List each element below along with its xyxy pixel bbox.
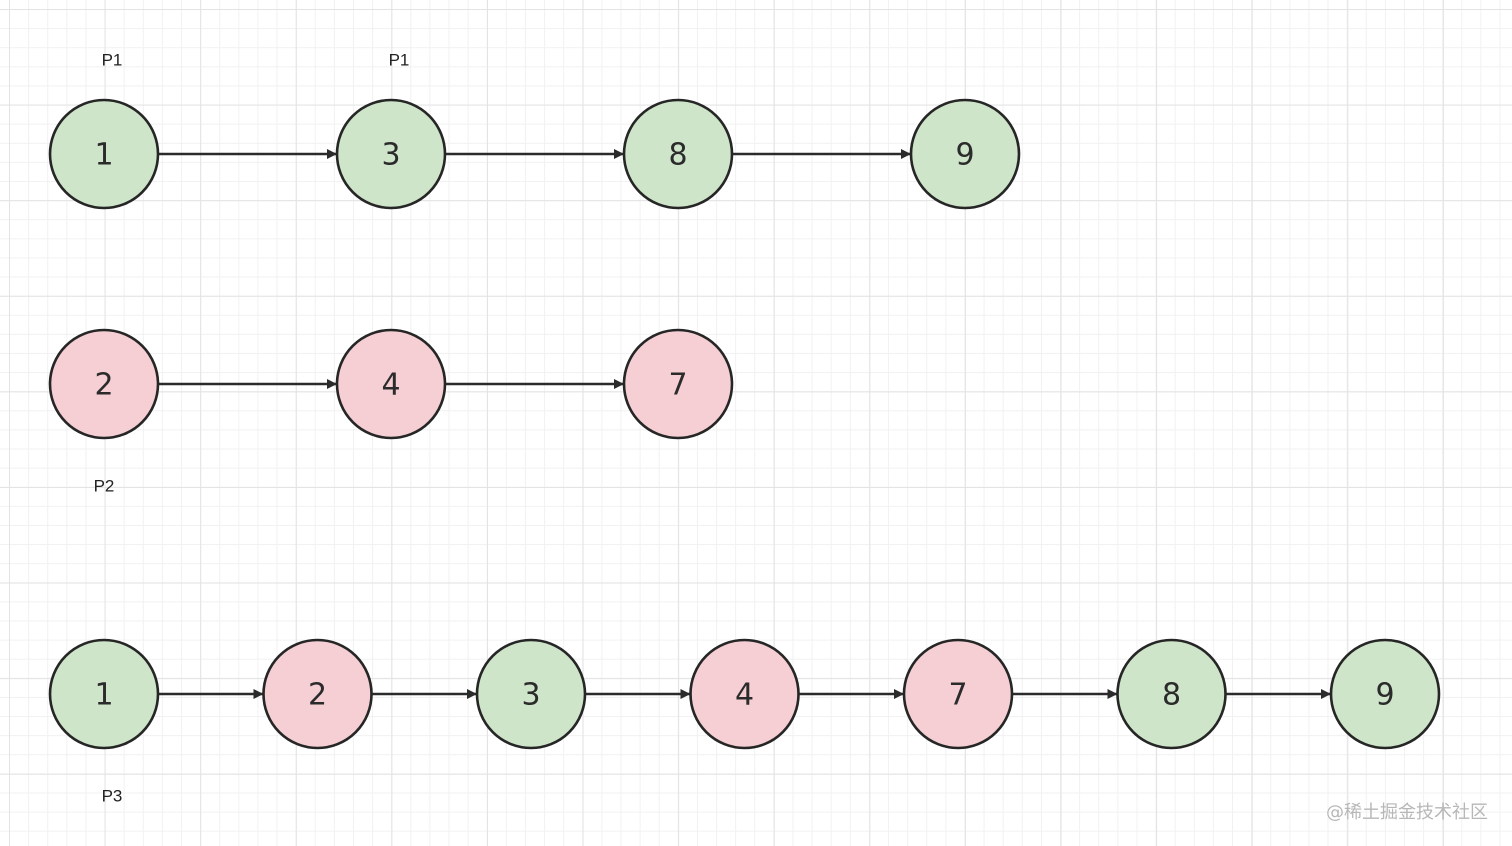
merged-node-6: 9 [1329, 638, 1441, 750]
merged-node-circle-6 [1329, 638, 1441, 750]
merged-node-value-6: 9 [1375, 678, 1394, 713]
list1-node-value-0: 1 [94, 138, 113, 173]
list2-node-circle-1 [335, 328, 447, 440]
list2-node-2: 7 [622, 328, 734, 440]
pointer-label-p1-0: P1 [102, 51, 123, 70]
merged-node-value-3: 4 [735, 678, 754, 713]
watermark: @稀土掘金技术社区 [1326, 802, 1488, 823]
merged-node-circle-3 [689, 638, 800, 750]
list1-node-2: 8 [622, 98, 734, 210]
list1-node-value-2: 8 [668, 138, 687, 173]
merged-node-3: 4 [689, 638, 800, 750]
edges-layer [159, 149, 1331, 699]
nodes-layer: 1 3 8 9 2 4 7 1 2 3 4 7 8 9 [48, 98, 1441, 750]
list1-node-circle-0 [48, 98, 160, 210]
merged-node-value-5: 8 [1162, 678, 1181, 713]
list2-node-circle-0 [48, 328, 160, 440]
pointer-label-p1-1: P1 [389, 51, 410, 70]
merged-node-circle-5 [1116, 638, 1227, 750]
list2-node-value-1: 4 [381, 368, 400, 403]
list1-node-3: 9 [909, 98, 1021, 210]
merged-node-4: 7 [902, 638, 1014, 750]
list1-node-circle-3 [909, 98, 1021, 210]
merged-node-1: 2 [262, 638, 373, 750]
list2-node-circle-2 [622, 328, 734, 440]
pointer-label-p2-2: P2 [94, 477, 115, 496]
merged-node-5: 8 [1116, 638, 1227, 750]
merged-node-value-4: 7 [948, 678, 967, 713]
list2-node-1: 4 [335, 328, 447, 440]
merged-node-0: 1 [48, 638, 160, 750]
list1-node-circle-2 [622, 98, 734, 210]
merged-node-value-2: 3 [521, 678, 540, 713]
merged-node-2: 3 [475, 638, 587, 750]
list1-node-circle-1 [335, 98, 447, 210]
merged-node-circle-1 [262, 638, 373, 750]
list1-node-value-3: 9 [955, 138, 974, 173]
list1-node-1: 3 [335, 98, 447, 210]
merged-node-circle-0 [48, 638, 160, 750]
list2-node-0: 2 [48, 328, 160, 440]
pointer-label-p3-3: P3 [102, 787, 123, 806]
merged-node-value-1: 2 [308, 678, 327, 713]
merged-node-circle-4 [902, 638, 1014, 750]
list1-node-0: 1 [48, 98, 160, 210]
merged-node-value-0: 1 [94, 678, 113, 713]
list1-node-value-1: 3 [381, 138, 400, 173]
list2-node-value-0: 2 [94, 368, 113, 403]
list2-node-value-2: 7 [668, 368, 687, 403]
merged-node-circle-2 [475, 638, 587, 750]
